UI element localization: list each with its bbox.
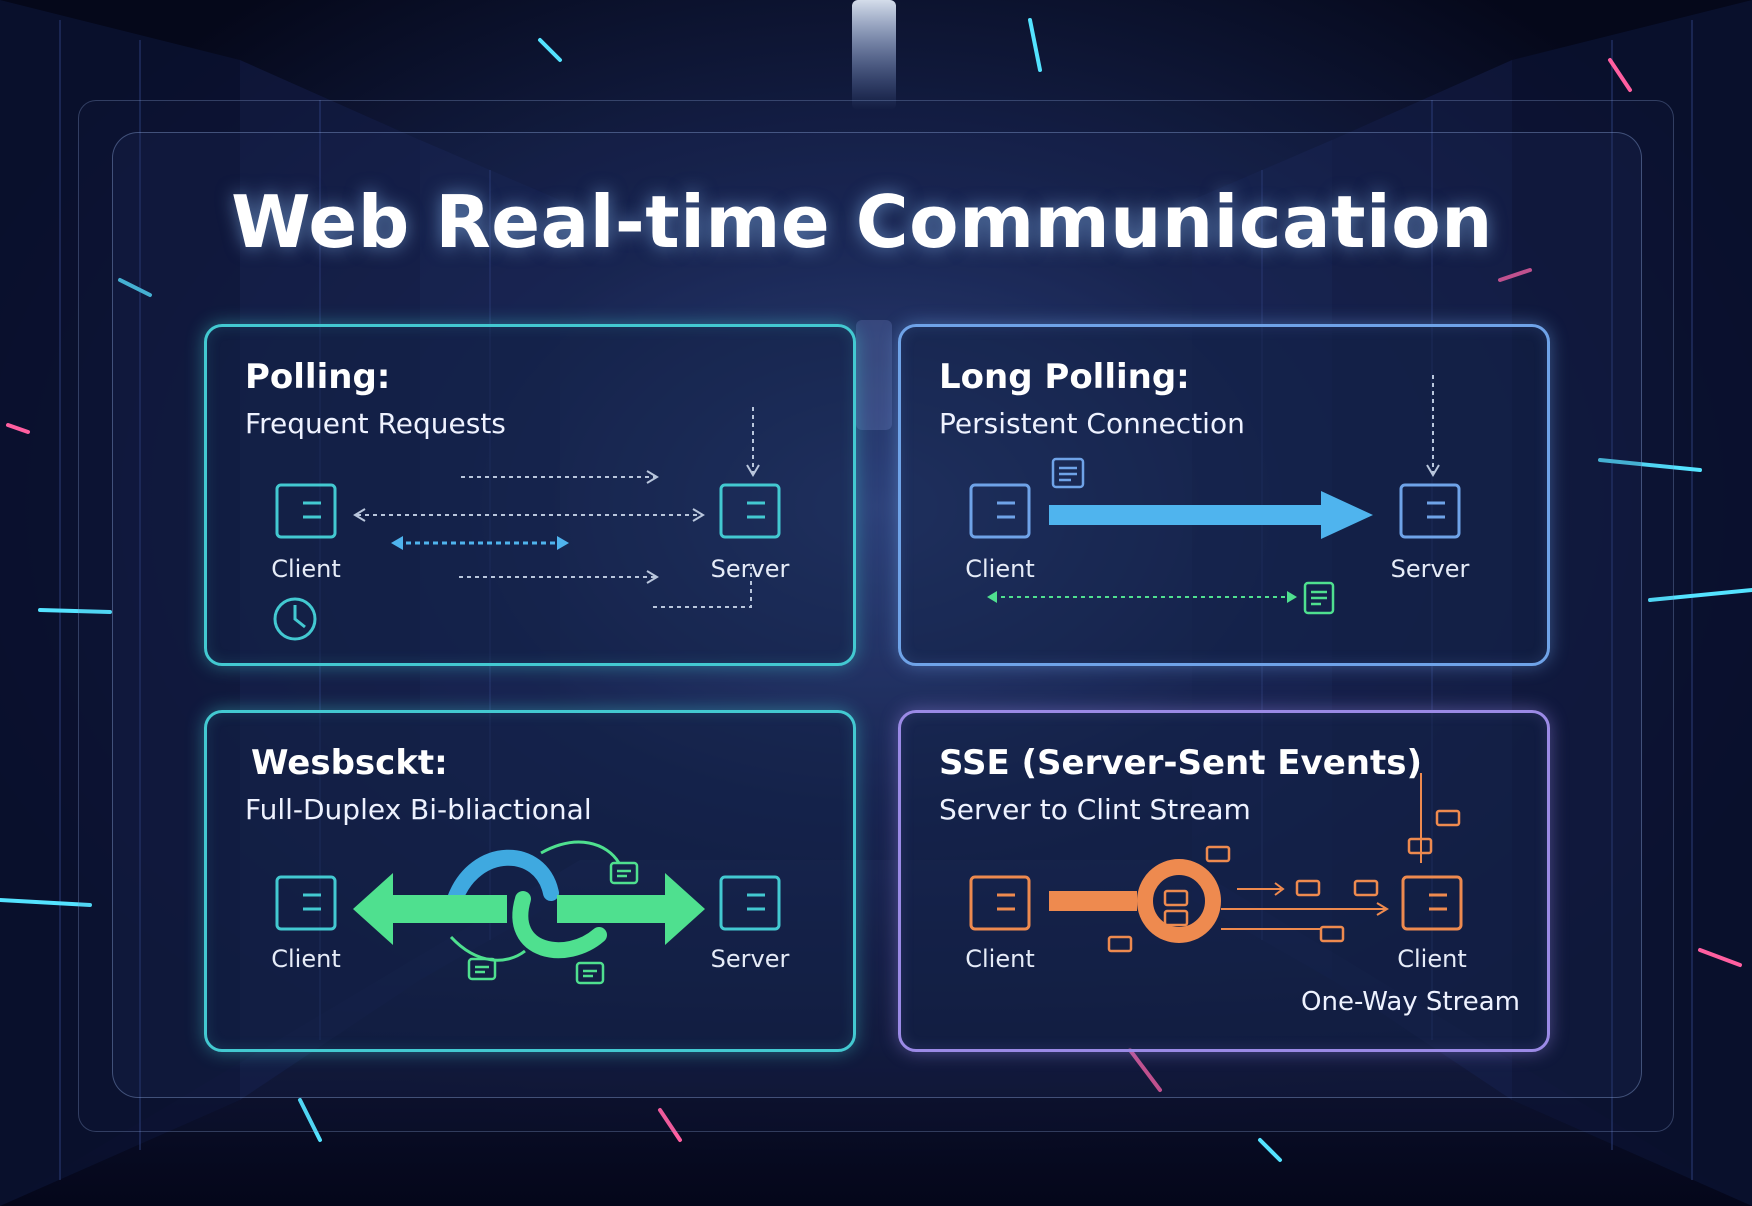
polling-client-label: Client bbox=[271, 555, 340, 583]
server-box-icon bbox=[971, 877, 1029, 929]
polling-panel: Polling: Frequent Requests bbox=[204, 324, 856, 666]
message-icon bbox=[611, 863, 637, 883]
long-polling-server-label: Server bbox=[1391, 555, 1470, 583]
server-box-icon bbox=[1403, 877, 1461, 929]
websocket-panel: Wesbsckt: Full-Duplex Bi-bliactional Cli… bbox=[204, 710, 856, 1052]
long-polling-client-label: Client bbox=[965, 555, 1034, 583]
websocket-diagram bbox=[207, 713, 853, 1049]
sse-one-way-stream-note: One-Way Stream bbox=[1301, 987, 1520, 1017]
server-box-icon bbox=[971, 485, 1029, 537]
server-box-icon bbox=[277, 485, 335, 537]
sse-client-right-label: Client bbox=[1397, 945, 1466, 973]
websocket-client-label: Client bbox=[271, 945, 340, 973]
page-title: Web Real-time Communication bbox=[0, 180, 1738, 264]
message-icon bbox=[1053, 459, 1083, 487]
server-box-icon bbox=[1401, 485, 1459, 537]
document-icon bbox=[1305, 583, 1333, 613]
message-icon bbox=[577, 963, 603, 983]
polling-server-label: Server bbox=[711, 555, 790, 583]
server-box-icon bbox=[721, 485, 779, 537]
long-polling-panel: Long Polling: Persistent Connection Clie… bbox=[898, 324, 1550, 666]
polling-diagram bbox=[207, 327, 853, 663]
server-box-icon bbox=[277, 877, 335, 929]
message-icon bbox=[469, 959, 495, 979]
clock-icon bbox=[275, 599, 315, 639]
sse-client-label: Client bbox=[965, 945, 1034, 973]
server-box-icon bbox=[721, 877, 779, 929]
long-polling-diagram bbox=[901, 327, 1547, 663]
sse-panel: SSE (Server-Sent Events) Server to Clint… bbox=[898, 710, 1550, 1052]
websocket-server-label: Server bbox=[711, 945, 790, 973]
